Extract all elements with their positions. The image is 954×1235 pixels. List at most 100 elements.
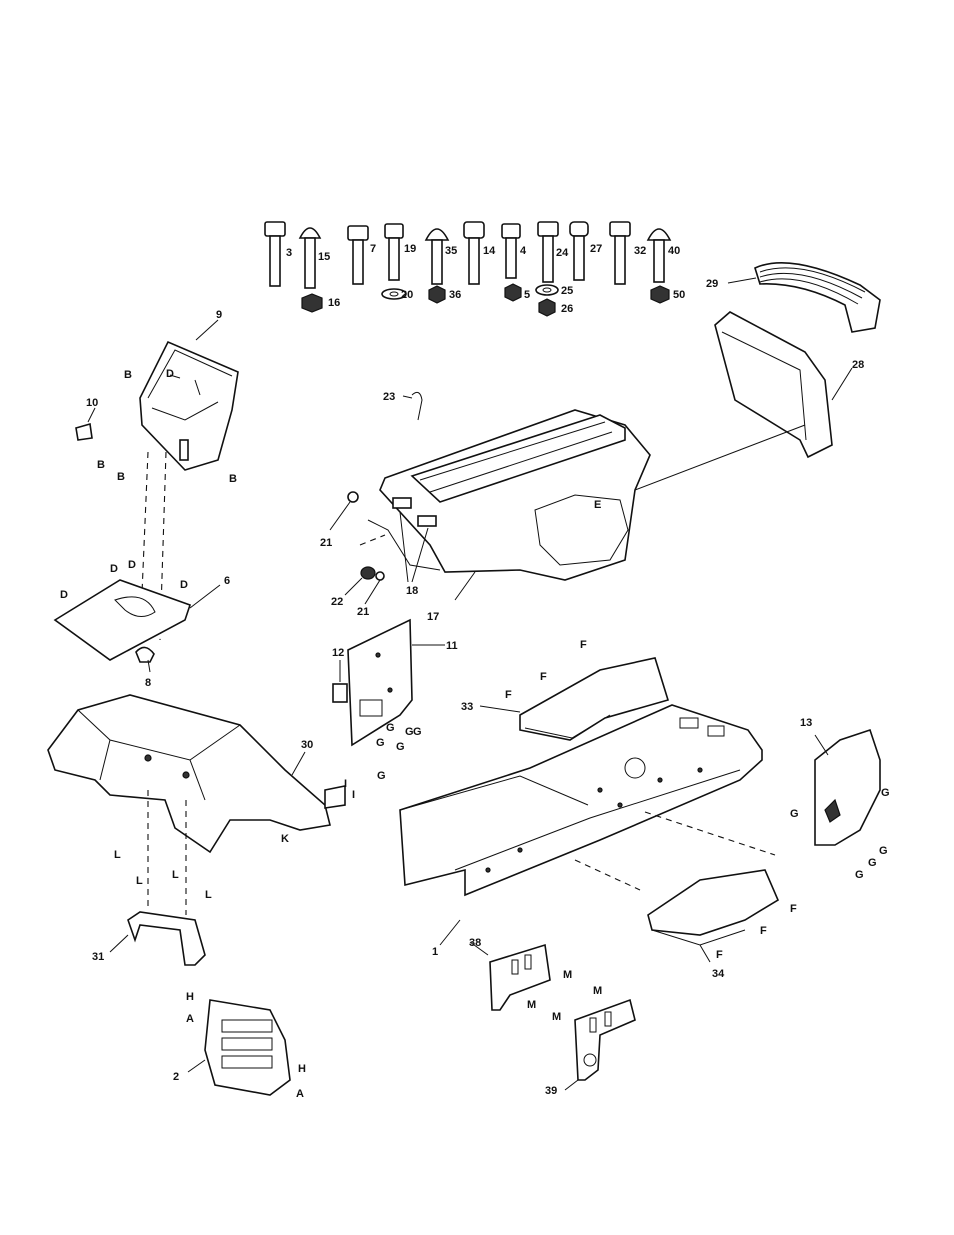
- svg-text:3: 3: [286, 247, 292, 259]
- bolt-32: 32: [610, 222, 646, 284]
- bolt-19: 19: [385, 224, 416, 280]
- nut-50: 50: [651, 286, 685, 303]
- bolt-14: 14: [464, 222, 496, 284]
- bolt-15: 15: [300, 228, 330, 288]
- svg-text:5: 5: [524, 289, 530, 301]
- svg-text:15: 15: [318, 251, 330, 263]
- nut-36: 36: [429, 286, 461, 303]
- svg-text:35: 35: [445, 245, 457, 257]
- fender-30: 30 K I I: [48, 695, 355, 852]
- svg-text:G: G: [413, 726, 422, 738]
- svg-text:4: 4: [520, 245, 527, 257]
- bracket-39: 39 M M: [545, 985, 635, 1097]
- svg-text:21: 21: [320, 537, 332, 549]
- bolt-4: 4: [502, 224, 527, 278]
- svg-text:D: D: [128, 559, 136, 571]
- svg-text:L: L: [205, 889, 212, 901]
- svg-text:F: F: [790, 903, 797, 915]
- svg-text:14: 14: [483, 245, 496, 257]
- svg-text:20: 20: [401, 289, 413, 301]
- svg-text:25: 25: [561, 285, 573, 297]
- svg-text:D: D: [180, 579, 188, 591]
- svg-text:M: M: [552, 1011, 561, 1023]
- svg-text:F: F: [716, 949, 723, 961]
- bolt-7: 7: [348, 226, 376, 284]
- svg-text:21: 21: [357, 606, 369, 618]
- svg-text:E: E: [594, 499, 601, 511]
- svg-text:D: D: [166, 368, 174, 380]
- svg-text:G: G: [376, 737, 385, 749]
- svg-text:7: 7: [370, 243, 376, 255]
- svg-text:2: 2: [173, 1071, 179, 1083]
- svg-text:G: G: [881, 787, 890, 799]
- svg-text:16: 16: [328, 297, 340, 309]
- svg-text:38: 38: [469, 937, 481, 949]
- svg-text:M: M: [593, 985, 602, 997]
- bolt-40: 40: [648, 229, 680, 282]
- svg-text:I: I: [344, 778, 347, 790]
- svg-text:H: H: [186, 991, 194, 1003]
- svg-text:11: 11: [446, 640, 458, 652]
- svg-text:24: 24: [556, 247, 569, 259]
- nut-5: 5: [505, 284, 530, 301]
- svg-text:1: 1: [432, 946, 438, 958]
- washer-20: 20: [382, 289, 413, 301]
- svg-text:A: A: [186, 1013, 194, 1025]
- bracket-31: 31 L L L L: [92, 849, 212, 965]
- svg-text:22: 22: [331, 596, 343, 608]
- svg-text:I: I: [352, 789, 355, 801]
- svg-text:29: 29: [706, 278, 718, 290]
- svg-text:G: G: [790, 808, 799, 820]
- svg-text:9: 9: [216, 309, 222, 321]
- svg-text:B: B: [117, 471, 125, 483]
- svg-text:27: 27: [590, 243, 602, 255]
- svg-text:31: 31: [92, 951, 104, 963]
- svg-text:32: 32: [634, 245, 646, 257]
- svg-text:D: D: [110, 563, 118, 575]
- svg-text:6: 6: [224, 575, 230, 587]
- svg-text:39: 39: [545, 1085, 557, 1097]
- bracket-38: 38 M M: [469, 937, 572, 1011]
- panel-13: 13 G G G G G: [790, 717, 890, 881]
- hardware-row: 3 15 7 19 35 14 4 24 27 32 40 16 20 36 5…: [265, 222, 685, 316]
- svg-text:B: B: [97, 459, 105, 471]
- nose-panel-28: 28: [635, 312, 864, 490]
- console-9: D 9 B B B B: [97, 309, 238, 485]
- svg-text:G: G: [386, 722, 395, 734]
- svg-text:D: D: [60, 589, 68, 601]
- bolt-35: 35: [426, 229, 457, 284]
- svg-text:G: G: [879, 845, 888, 857]
- svg-text:17: 17: [427, 611, 439, 623]
- svg-text:33: 33: [461, 701, 473, 713]
- svg-text:34: 34: [712, 968, 725, 980]
- svg-text:40: 40: [668, 245, 680, 257]
- svg-text:F: F: [505, 689, 512, 701]
- svg-text:M: M: [527, 999, 536, 1011]
- clip-12: 12: [332, 647, 347, 702]
- svg-text:L: L: [136, 875, 143, 887]
- clip-10: 10: [76, 397, 98, 440]
- svg-text:30: 30: [301, 739, 313, 751]
- svg-text:F: F: [760, 925, 767, 937]
- svg-text:26: 26: [561, 303, 573, 315]
- svg-text:10: 10: [86, 397, 98, 409]
- svg-text:23: 23: [383, 391, 395, 403]
- svg-text:L: L: [172, 869, 179, 881]
- svg-text:G: G: [377, 770, 386, 782]
- washer-25: 25: [536, 285, 573, 297]
- svg-text:K: K: [281, 833, 289, 845]
- svg-text:13: 13: [800, 717, 812, 729]
- svg-text:F: F: [580, 639, 587, 651]
- hood-17: 17 E 18: [368, 410, 650, 623]
- svg-text:F: F: [540, 671, 547, 683]
- shield-2: 2 H A H A: [173, 991, 306, 1100]
- svg-text:19: 19: [404, 243, 416, 255]
- nut-16: 16: [302, 294, 340, 312]
- nut-26: 26: [539, 299, 573, 316]
- svg-text:50: 50: [673, 289, 685, 301]
- svg-text:12: 12: [332, 647, 344, 659]
- svg-text:28: 28: [852, 359, 864, 371]
- svg-text:A: A: [296, 1088, 304, 1100]
